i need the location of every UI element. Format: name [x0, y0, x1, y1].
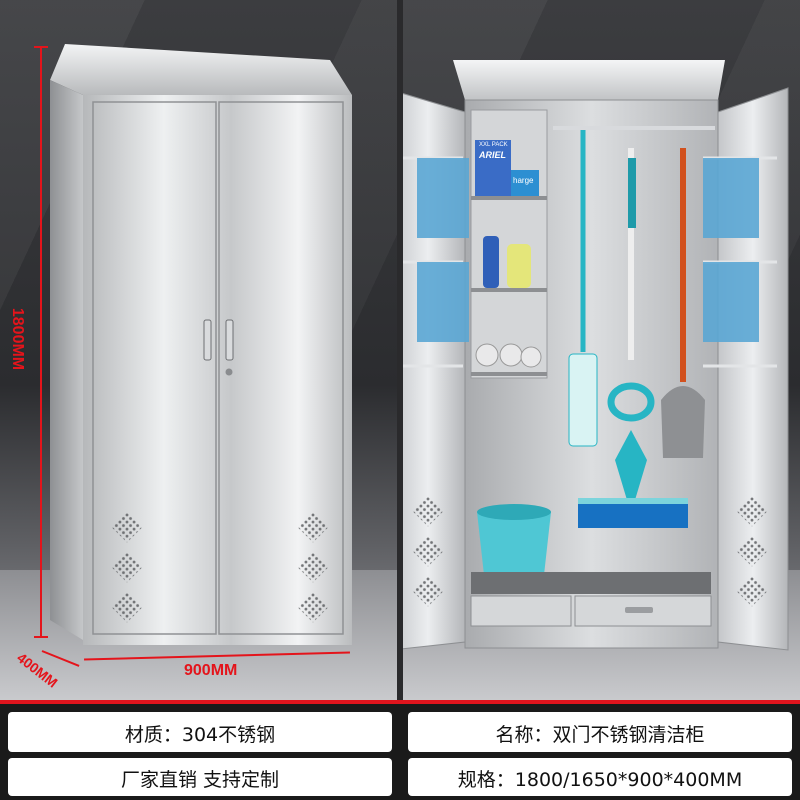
lock-icon — [225, 368, 233, 376]
width-label: 900MM — [184, 662, 238, 679]
closed-cabinet — [50, 44, 352, 645]
left-handle — [203, 319, 212, 361]
sponge-mop-ring — [607, 382, 655, 422]
right-handle — [225, 319, 234, 361]
string-mop-head — [661, 386, 705, 458]
cabinet-side — [50, 80, 83, 640]
towel — [417, 262, 469, 342]
rolled-towel — [475, 343, 499, 367]
spec-panel: 材质：304不锈钢 名称：双门不锈钢清洁柜 厂家直销 支持定制 规格：1800/… — [0, 700, 800, 800]
sponge-mop-grip — [628, 158, 636, 228]
cabinet-top — [453, 60, 725, 100]
cabinet-top — [50, 44, 352, 95]
detergent-box — [475, 140, 511, 196]
height-dimension-tick — [34, 636, 48, 638]
drawer — [470, 595, 572, 627]
towel — [703, 158, 759, 238]
height-dimension-tick — [34, 46, 48, 48]
closed-cabinet-photo: 1800MM 400MM 900MM — [0, 0, 397, 700]
open-cabinet — [403, 60, 789, 651]
sponge-mop-edge — [578, 498, 688, 504]
bucket-rim — [477, 504, 551, 520]
product-scene: 1800MM 400MM 900MM — [0, 0, 800, 700]
bucket — [477, 512, 551, 584]
open-cabinet-photo: ARIEL XXL PACK harge — [403, 0, 800, 700]
factory-text: 厂家直销 支持定制 — [120, 769, 280, 791]
material-text: 材质：304不锈钢 — [124, 724, 276, 746]
detergent-box-2 — [511, 170, 539, 196]
drip-grate — [471, 572, 711, 594]
sponge-mop-head — [578, 500, 688, 528]
size-text: 规格：1800/1650*900*400MM — [457, 769, 743, 791]
right-door — [218, 101, 344, 635]
left-door — [92, 101, 217, 635]
sponge-mop-frame — [615, 430, 647, 500]
detergent-box2-label: harge — [513, 176, 534, 185]
yellow-bottle — [507, 244, 531, 288]
towel — [703, 262, 759, 342]
spec-card-name: 名称：双门不锈钢清洁柜 — [408, 712, 792, 752]
spec-card-factory: 厂家直销 支持定制 — [8, 758, 392, 796]
towel — [417, 158, 469, 238]
flat-mop-head — [568, 353, 598, 447]
detergent-box-sublabel: XXL PACK — [479, 142, 508, 148]
drawer-handle — [625, 607, 653, 613]
red-divider — [0, 700, 800, 704]
height-dimension-line — [40, 46, 42, 638]
rolled-towel — [520, 346, 542, 368]
spec-card-material: 材质：304不锈钢 — [8, 712, 392, 752]
spec-card-size: 规格：1800/1650*900*400MM — [408, 758, 792, 796]
detergent-box-label: ARIEL — [479, 150, 506, 160]
height-label: 1800MM — [9, 307, 27, 371]
rolled-towel — [499, 343, 523, 367]
name-text: 名称：双门不锈钢清洁柜 — [495, 724, 705, 746]
blue-bottle — [483, 236, 499, 288]
